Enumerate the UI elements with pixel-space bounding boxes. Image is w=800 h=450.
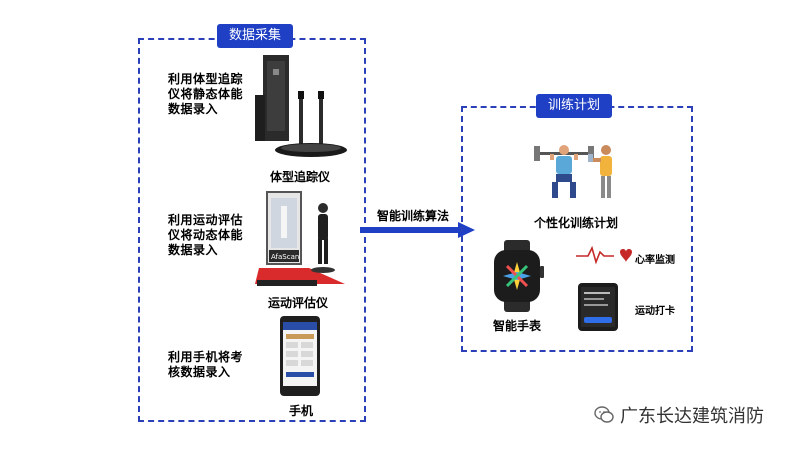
checkin-screen-image bbox=[578, 283, 618, 331]
wechat-icon bbox=[594, 406, 614, 424]
training-plan-title: 训练计划 bbox=[536, 94, 613, 118]
body-tracker-image bbox=[255, 55, 350, 165]
body-tracker-caption: 体型追踪仪 bbox=[270, 170, 331, 184]
phone-image bbox=[280, 316, 320, 396]
afascan-label: AfaScan bbox=[271, 253, 299, 261]
smart-watch-image bbox=[490, 240, 548, 312]
smart-watch-caption: 智能手表 bbox=[493, 319, 542, 333]
watermark: 广东长达建筑消防 bbox=[594, 402, 764, 428]
heart-rate-icon bbox=[576, 244, 632, 266]
training-people-image bbox=[532, 140, 622, 202]
phone-description: 利用手机将考核数据录入 bbox=[168, 350, 244, 379]
motion-evaluator-caption: 运动评估仪 bbox=[268, 296, 329, 310]
heart-rate-label: 心率监测 bbox=[635, 255, 675, 266]
phone-caption: 手机 bbox=[289, 404, 314, 418]
data-collection-title: 数据采集 bbox=[217, 24, 294, 48]
flow-arrow-icon bbox=[360, 222, 475, 238]
watermark-text: 广东长达建筑消防 bbox=[620, 406, 764, 427]
checkin-label: 运动打卡 bbox=[635, 306, 675, 317]
smart-algorithm-label: 智能训练算法 bbox=[377, 209, 450, 223]
motion-evaluator-image: AfaScan bbox=[255, 190, 350, 290]
motion-evaluator-description: 利用运动评估仪将动态体能数据录入 bbox=[168, 213, 244, 257]
body-tracker-description: 利用体型追踪仪将静态体能数据录入 bbox=[168, 72, 244, 116]
personalized-plan-caption: 个性化训练计划 bbox=[534, 216, 619, 230]
